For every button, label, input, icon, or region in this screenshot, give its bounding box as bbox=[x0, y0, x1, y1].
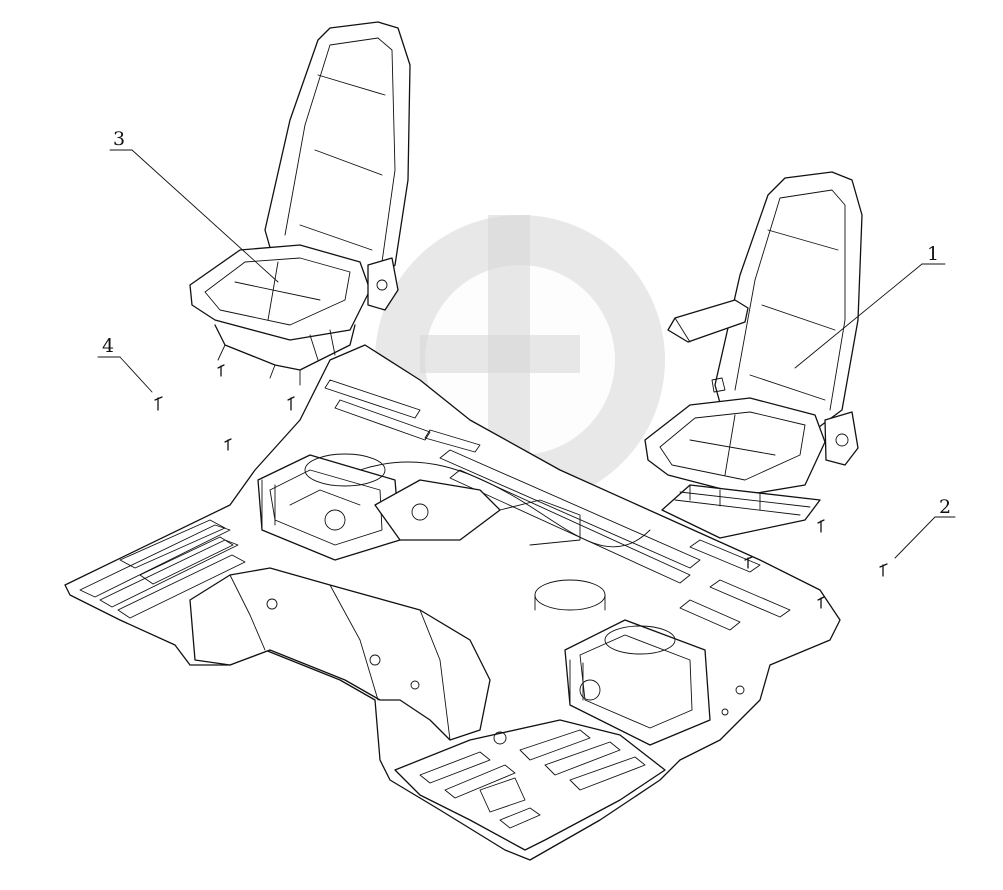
callout-4: 4 bbox=[97, 335, 153, 393]
bolt-part-2 bbox=[879, 563, 888, 577]
callout-label-2: 2 bbox=[939, 496, 951, 518]
bolt-icon bbox=[287, 396, 295, 411]
bolt-icon bbox=[217, 364, 225, 377]
seat-right-part-1 bbox=[644, 171, 863, 539]
bolt-icon bbox=[817, 519, 825, 533]
fasteners bbox=[154, 364, 888, 609]
bolt-icon bbox=[744, 556, 753, 569]
bolt-icon bbox=[224, 438, 232, 451]
callout-label-1: 1 bbox=[927, 243, 939, 265]
floor-pan bbox=[64, 344, 841, 861]
bolt-part-4 bbox=[154, 396, 163, 411]
seat-left-part-3 bbox=[189, 21, 411, 386]
bolt-icon bbox=[817, 596, 825, 609]
callout-2: 2 bbox=[894, 496, 956, 559]
callout-label-4: 4 bbox=[102, 335, 114, 357]
callout-3: 3 bbox=[109, 128, 279, 283]
callout-1: 1 bbox=[794, 243, 946, 369]
callout-label-3: 3 bbox=[113, 128, 125, 150]
